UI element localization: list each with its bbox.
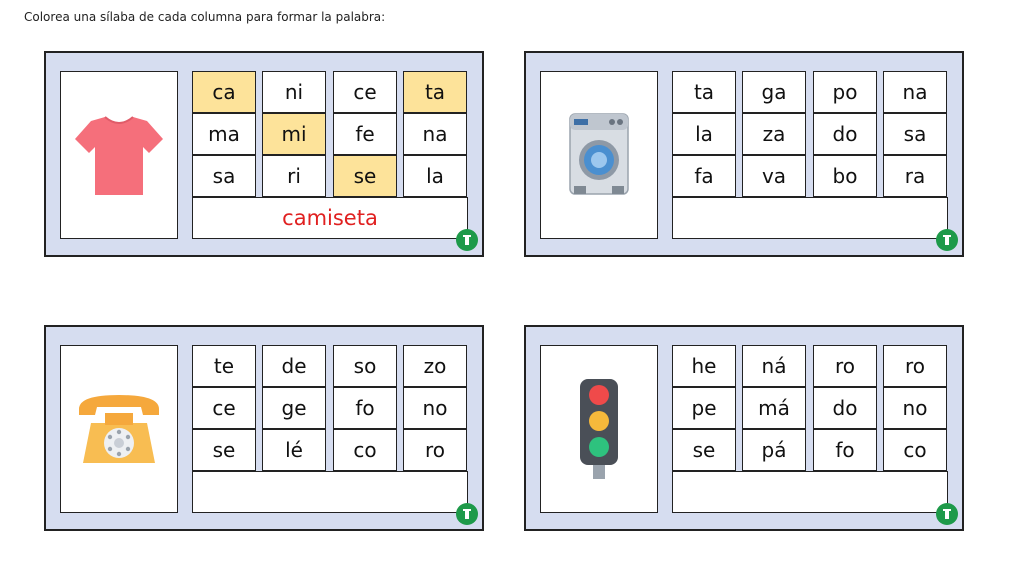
answer-box[interactable]: camiseta: [192, 197, 468, 239]
syllable-cell[interactable]: má: [742, 387, 806, 429]
logo-icon: [936, 229, 958, 251]
answer-box[interactable]: [672, 471, 948, 513]
syllable-cell[interactable]: co: [333, 429, 397, 471]
answer-box[interactable]: [192, 471, 468, 513]
syllable-cell[interactable]: ro: [813, 345, 877, 387]
syllable-cell[interactable]: na: [403, 113, 467, 155]
traffic-light-icon: [580, 379, 618, 479]
syllable-cell[interactable]: co: [883, 429, 947, 471]
syllable-cell[interactable]: ri: [262, 155, 326, 197]
syllable-cell[interactable]: so: [333, 345, 397, 387]
word-card-3: te de so zo ce ge fo no se lé co ro: [44, 325, 484, 531]
syllable-cell[interactable]: ta: [672, 71, 736, 113]
picture-frame: [540, 71, 658, 239]
syllable-cell[interactable]: va: [742, 155, 806, 197]
answer-text: camiseta: [282, 206, 378, 230]
syllable-cell[interactable]: fe: [333, 113, 397, 155]
washing-machine-icon: [569, 113, 629, 195]
syllable-cell[interactable]: sa: [883, 113, 947, 155]
logo-icon: [936, 503, 958, 525]
instruction-text: Colorea una sílaba de cada columna para …: [24, 10, 386, 24]
syllable-cell[interactable]: ge: [262, 387, 326, 429]
syllable-cell[interactable]: te: [192, 345, 256, 387]
syllable-cell[interactable]: ro: [883, 345, 947, 387]
syllable-cell[interactable]: na: [883, 71, 947, 113]
word-card-4: he ná ro ro pe má do no se pá fo co: [524, 325, 964, 531]
syllable-cell[interactable]: bo: [813, 155, 877, 197]
syllable-cell[interactable]: he: [672, 345, 736, 387]
syllable-cell[interactable]: ra: [883, 155, 947, 197]
syllable-cell[interactable]: mi: [262, 113, 326, 155]
tshirt-icon: [75, 116, 163, 195]
syllable-cell[interactable]: fa: [672, 155, 736, 197]
syllable-cell[interactable]: fo: [813, 429, 877, 471]
syllable-cell[interactable]: la: [403, 155, 467, 197]
syllable-cell[interactable]: ma: [192, 113, 256, 155]
syllable-cell[interactable]: no: [883, 387, 947, 429]
syllable-cell[interactable]: po: [813, 71, 877, 113]
picture-frame: [60, 345, 178, 513]
syllable-cell[interactable]: ce: [333, 71, 397, 113]
syllable-cell[interactable]: se: [672, 429, 736, 471]
syllable-cell[interactable]: pe: [672, 387, 736, 429]
syllable-cell[interactable]: la: [672, 113, 736, 155]
picture-frame: [60, 71, 178, 239]
syllable-cell[interactable]: ni: [262, 71, 326, 113]
syllable-cell[interactable]: pá: [742, 429, 806, 471]
answer-box[interactable]: [672, 197, 948, 239]
syllable-cell[interactable]: no: [403, 387, 467, 429]
syllable-cell[interactable]: do: [813, 387, 877, 429]
syllable-cell[interactable]: se: [333, 155, 397, 197]
word-card-1: ca ni ce ta ma mi fe na sa ri se la cami…: [44, 51, 484, 257]
syllable-cell[interactable]: de: [262, 345, 326, 387]
syllable-cell[interactable]: lé: [262, 429, 326, 471]
syllable-cell[interactable]: ná: [742, 345, 806, 387]
telephone-icon: [79, 395, 159, 463]
syllable-cell[interactable]: do: [813, 113, 877, 155]
word-card-2: ta ga po na la za do sa fa va bo ra: [524, 51, 964, 257]
logo-icon: [456, 503, 478, 525]
syllable-cell[interactable]: za: [742, 113, 806, 155]
syllable-cell[interactable]: zo: [403, 345, 467, 387]
picture-frame: [540, 345, 658, 513]
logo-icon: [456, 229, 478, 251]
syllable-cell[interactable]: ce: [192, 387, 256, 429]
syllable-cell[interactable]: ca: [192, 71, 256, 113]
syllable-cell[interactable]: ta: [403, 71, 467, 113]
syllable-cell[interactable]: sa: [192, 155, 256, 197]
syllable-cell[interactable]: se: [192, 429, 256, 471]
syllable-cell[interactable]: ga: [742, 71, 806, 113]
syllable-cell[interactable]: fo: [333, 387, 397, 429]
syllable-cell[interactable]: ro: [403, 429, 467, 471]
